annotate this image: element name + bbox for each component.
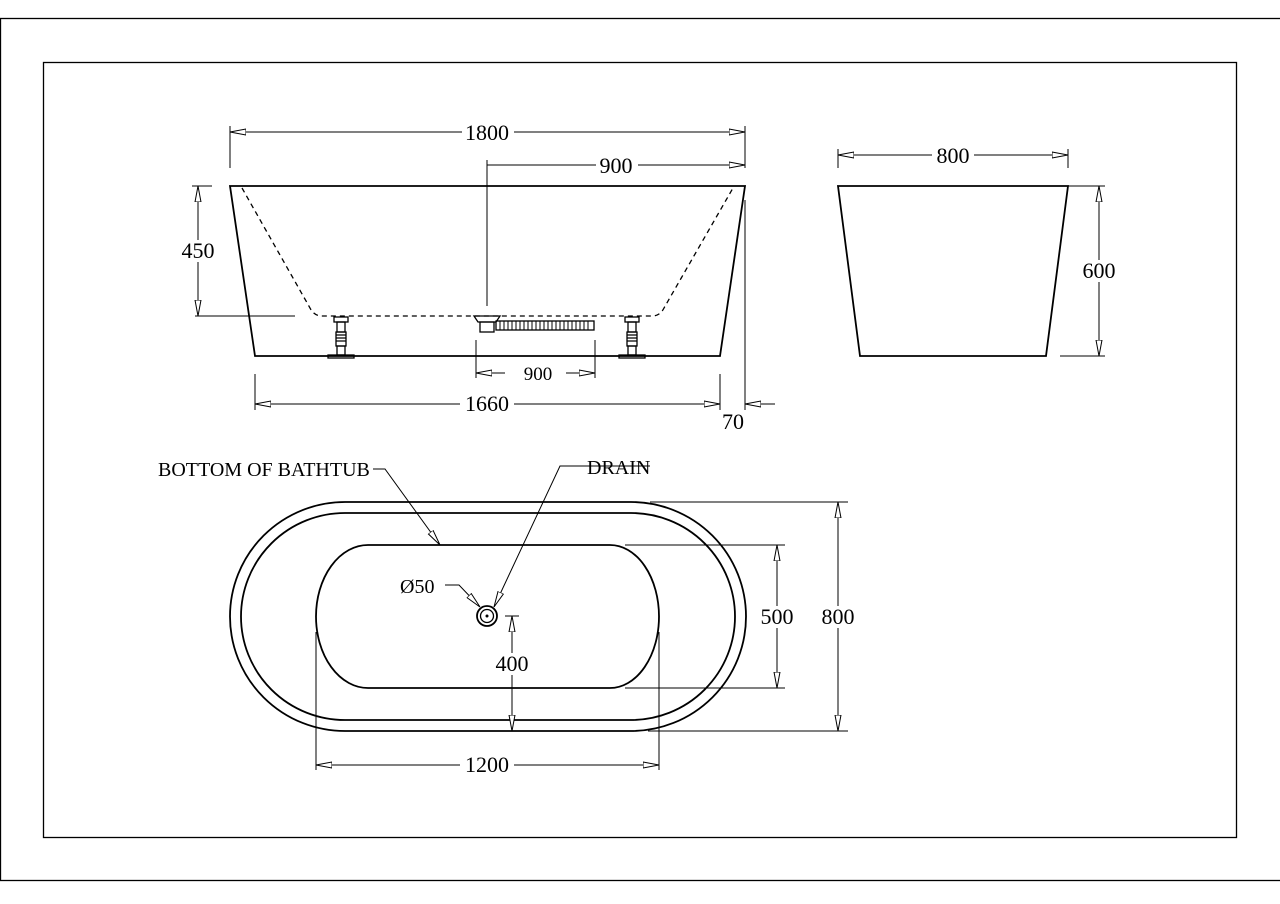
- inner-frame: [42, 61, 1238, 839]
- dim-overall-length: 1800: [465, 120, 509, 145]
- outer-frame: [0, 17, 1280, 882]
- foot-right: [618, 316, 646, 359]
- dim-base-length: 1660: [465, 391, 509, 416]
- end-view-outline: [836, 185, 1070, 357]
- dim-feet-spacing: 900: [524, 364, 553, 385]
- end-view: 800 600: [836, 143, 1120, 357]
- foot-left: [327, 316, 355, 359]
- label-drain-diameter: Ø50: [400, 576, 434, 598]
- dim-wall-offset: 70: [722, 409, 744, 434]
- label-drain: DRAIN: [587, 457, 650, 479]
- dim-inner-width: 500: [761, 604, 794, 629]
- dim-outer-width: 800: [822, 604, 855, 629]
- dim-drain-offset: 900: [600, 153, 633, 178]
- drain-fitting: [472, 315, 595, 333]
- plan-view: BOTTOM OF BATHTUB DRAIN Ø50 1200 400 500…: [158, 457, 859, 777]
- drain-icon: [476, 605, 498, 627]
- side-view-outline: [228, 185, 747, 357]
- side-view: 1800 900 450 900 1660 70: [178, 120, 775, 434]
- label-bottom-of-bathtub: BOTTOM OF BATHTUB: [158, 459, 370, 481]
- dim-end-width: 800: [937, 143, 970, 168]
- dim-inner-length: 1200: [465, 752, 509, 777]
- bathtub-bottom: [315, 544, 660, 689]
- dim-drain-from-edge: 400: [496, 651, 529, 676]
- rim-inner: [240, 512, 736, 721]
- dim-depth: 450: [182, 238, 215, 263]
- dim-end-height: 600: [1083, 258, 1116, 283]
- rim-outer: [229, 501, 747, 732]
